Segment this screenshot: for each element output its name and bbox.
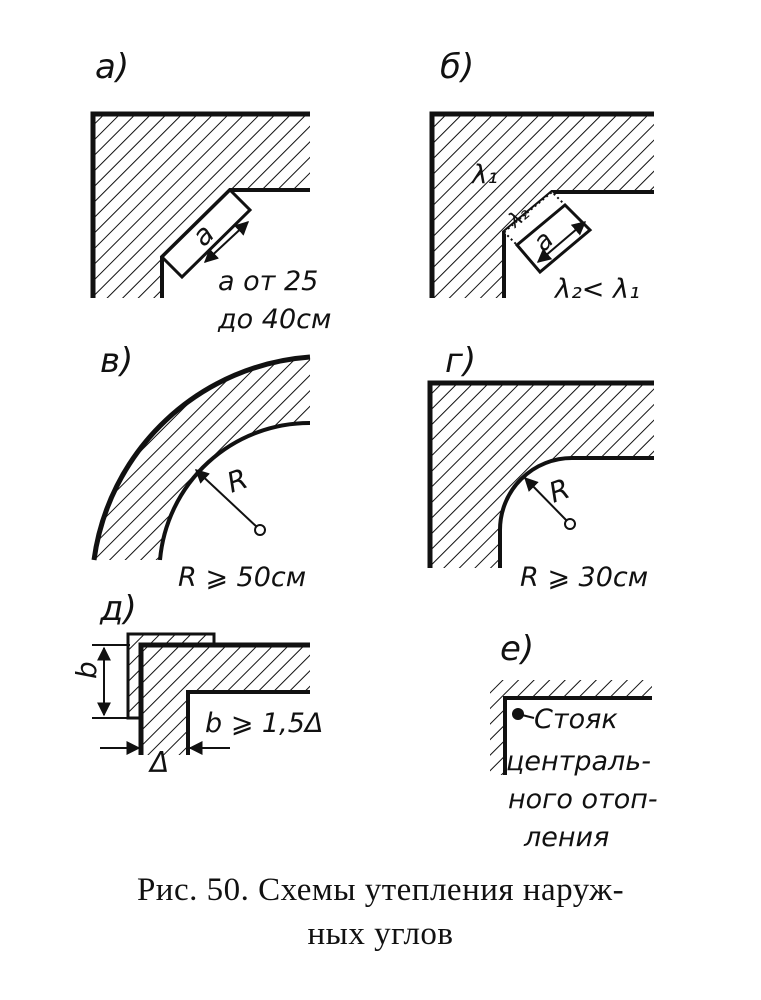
- panel-e-wall-top: [490, 680, 652, 698]
- panel-e-wall-left: [490, 680, 505, 775]
- panel-a-wall: [93, 114, 310, 298]
- panel-a-label: а): [95, 47, 129, 87]
- panel-v-center-dot: [254, 524, 266, 536]
- panel-d-wall: [141, 645, 310, 755]
- panel-e-note-1: Стояк: [534, 704, 618, 735]
- panel-g-radius: [524, 476, 569, 523]
- panel-v-wall: [94, 357, 310, 560]
- panel-v-note: R ⩾ 50см: [178, 562, 306, 593]
- panel-a-note-1: a от 25: [218, 266, 318, 297]
- panel-d-delta-letter: Δ: [148, 746, 169, 779]
- panel-b: б) λ₁ λ₂ a λ₂< λ₁: [429, 47, 654, 305]
- panel-e-note-4: ления: [523, 822, 609, 853]
- figure-caption-line-1: Рис. 50. Схемы утепления наруж-: [136, 872, 625, 908]
- panel-v: в) R R ⩾ 50см: [91, 341, 311, 593]
- panel-g-label: г): [445, 341, 476, 381]
- panel-g: г) R R ⩾ 30см: [427, 341, 654, 593]
- panel-e-note-3: ного отоп-: [508, 784, 658, 815]
- panel-a-dimension-arrow: [203, 221, 250, 263]
- panel-v-radius: [194, 469, 259, 529]
- panel-g-center-dot: [564, 518, 576, 530]
- figure-caption-line-2: ных углов: [307, 916, 454, 952]
- panel-e-note-2: централь-: [506, 746, 651, 777]
- panel-v-radius-letter: R: [222, 462, 252, 500]
- panel-e-label: е): [500, 629, 534, 669]
- panel-g-wall: [430, 383, 654, 568]
- panel-d-note: b ⩾ 1,5Δ: [205, 708, 323, 739]
- panel-b-label: б): [440, 47, 474, 87]
- panel-a: а) a a от 25 до 40см: [90, 47, 331, 335]
- panel-v-label: в): [100, 341, 133, 381]
- panel-b-wall: [432, 114, 654, 298]
- panel-b-dimension-arrow: [536, 221, 587, 263]
- panel-b-note: λ₂< λ₁: [553, 274, 640, 305]
- panel-d-label: д): [99, 589, 137, 629]
- panel-e: е) Стояк централь- ного отоп- ления: [490, 629, 658, 853]
- panel-d: д) b Δ b ⩾ 1,5Δ: [70, 589, 323, 779]
- panel-b-lambda1: λ₁: [470, 160, 498, 190]
- panel-a-note-2: до 40см: [217, 304, 331, 335]
- panel-d-b-letter: b: [70, 661, 103, 679]
- panel-g-note: R ⩾ 30см: [520, 562, 648, 593]
